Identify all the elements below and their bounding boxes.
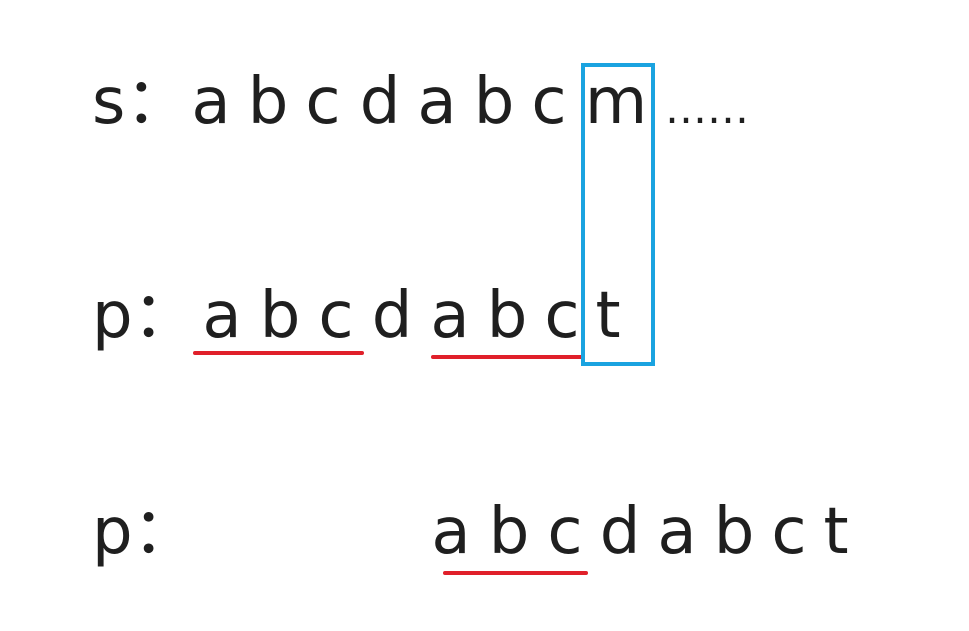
p2-char-5: b xyxy=(713,495,755,569)
p1-char-1: b xyxy=(259,279,301,353)
p2-prefix-underline xyxy=(443,571,588,575)
s-char-1: b xyxy=(247,65,289,139)
row-label-p-2: p： xyxy=(92,495,197,569)
p1-char-4: a xyxy=(430,279,470,353)
p1-suffix-underline xyxy=(431,355,583,359)
p2-char-1: b xyxy=(488,495,530,569)
p1-prefix-underline xyxy=(193,351,364,355)
p1-char-0: a xyxy=(202,279,242,353)
mismatch-highlight-box xyxy=(581,63,655,366)
p1-char-6: c xyxy=(544,279,580,353)
p2-char-6: c xyxy=(771,495,807,569)
s-char-0: a xyxy=(191,65,231,139)
p2-char-7: t xyxy=(823,495,849,569)
p1-char-2: c xyxy=(318,279,354,353)
s-char-7: m xyxy=(584,65,648,139)
p1-char-5: b xyxy=(486,279,528,353)
s-char-5: b xyxy=(473,65,515,139)
s-char-6: c xyxy=(531,65,567,139)
p1-char-3: d xyxy=(371,279,413,353)
p2-char-3: d xyxy=(599,495,641,569)
p1-char-7: t xyxy=(595,279,621,353)
s-char-2: c xyxy=(305,65,341,139)
s-char-3: d xyxy=(359,65,401,139)
s-ellipsis: …… xyxy=(665,84,749,133)
p2-char-4: a xyxy=(657,495,697,569)
row-label-p-1: p： xyxy=(92,279,197,353)
row-label-s: s： xyxy=(92,65,190,139)
p2-char-0: a xyxy=(431,495,471,569)
s-char-4: a xyxy=(417,65,457,139)
p2-char-2: c xyxy=(547,495,583,569)
